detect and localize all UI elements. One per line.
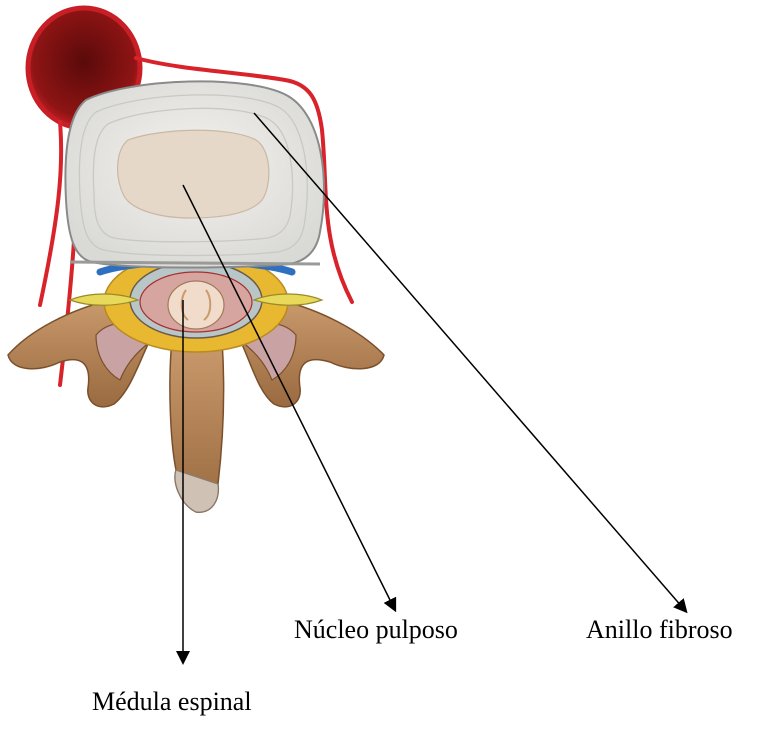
- label-nucleo-pulposo: Núcleo pulposo: [294, 615, 458, 645]
- intervertebral-disc: [65, 81, 324, 267]
- spinal-cord: [168, 281, 224, 329]
- label-medula-espinal: Médula espinal: [92, 687, 252, 717]
- label-anillo-fibroso: Anillo fibroso: [586, 615, 733, 645]
- arrow-anillo-fibroso: [254, 113, 683, 608]
